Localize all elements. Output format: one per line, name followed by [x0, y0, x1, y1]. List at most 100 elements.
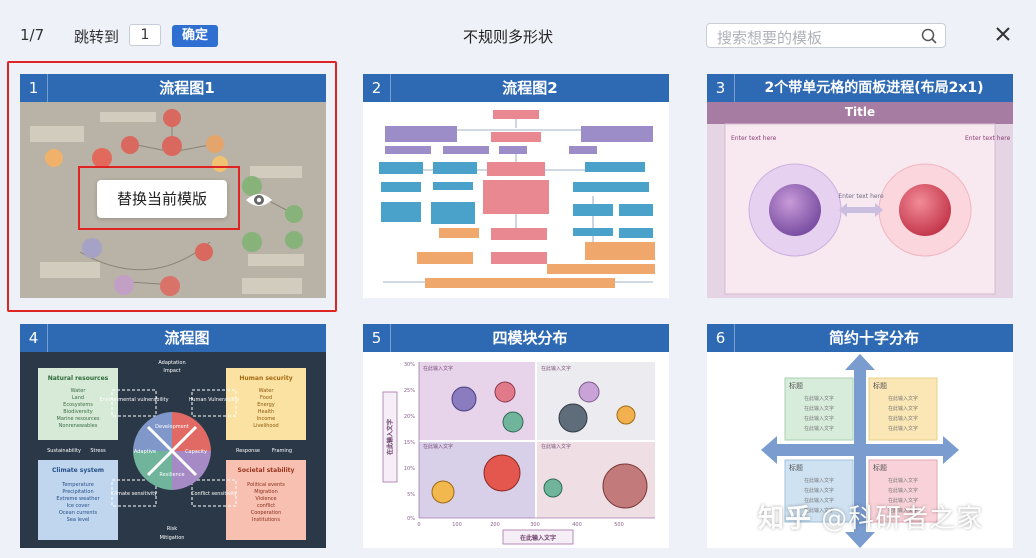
svg-text:在此输入文字: 在此输入文字 — [423, 365, 453, 372]
svg-text:300: 300 — [530, 522, 540, 528]
svg-text:Nonrenewables: Nonrenewables — [59, 423, 98, 429]
svg-text:conflict: conflict — [257, 503, 275, 509]
svg-text:Political events: Political events — [247, 482, 285, 488]
svg-text:Ocean currents: Ocean currents — [59, 510, 98, 516]
svg-text:在此输入文字: 在此输入文字 — [804, 415, 834, 422]
four-quadrant-preview: 30% 25% 20% 15% 10% 5% 0% 0 100 200 300 … — [363, 352, 669, 548]
svg-text:0: 0 — [417, 522, 420, 528]
replace-template-button[interactable]: 替换当前模版 — [97, 180, 227, 218]
svg-text:Response: Response — [236, 448, 260, 454]
jump-page-input[interactable]: 1 — [129, 24, 161, 46]
natural-title: Natural resources — [48, 375, 109, 382]
x-tick-labels: 0 100 200 300 400 500 — [417, 522, 623, 528]
svg-text:在此输入文字: 在此输入文字 — [888, 415, 918, 422]
svg-text:标题: 标题 — [789, 381, 803, 390]
template-card-6[interactable]: 6 简约十字分布 标题 标题 标题 标题 在此输入文字 在此输入文字 在此输入文… — [707, 324, 1013, 548]
svg-text:Climate sensitivity: Climate sensitivity — [111, 491, 157, 497]
svg-text:标题: 标题 — [873, 463, 887, 472]
climate-title: Climate system — [52, 467, 104, 474]
card-index: 1 — [20, 74, 48, 102]
card-index: 3 — [707, 74, 735, 102]
svg-text:15%: 15% — [404, 440, 415, 446]
card-preview[interactable]: 标题 标题 标题 标题 在此输入文字 在此输入文字 在此输入文字 在此输入文字 … — [707, 352, 1013, 548]
template-card-3[interactable]: 3 2个带单元格的面板进程(布局2x1) Enter text here Ent… — [707, 74, 1013, 298]
svg-text:在此输入文字: 在此输入文字 — [423, 443, 453, 450]
svg-text:在此输入文字: 在此输入文字 — [804, 395, 834, 402]
svg-text:Water: Water — [71, 388, 87, 394]
card-preview[interactable]: Natural resources Human security Climate… — [20, 352, 326, 548]
svg-text:在此输入文字: 在此输入文字 — [888, 477, 918, 484]
svg-text:在此输入文字: 在此输入文字 — [541, 365, 571, 372]
preview-eye-icon[interactable] — [244, 190, 274, 210]
svg-text:Human Vulnerability: Human Vulnerability — [189, 397, 240, 403]
svg-text:Livelihood: Livelihood — [253, 423, 278, 429]
card-title: 流程图 — [164, 329, 210, 347]
svg-text:20%: 20% — [404, 414, 415, 420]
svg-text:Framing: Framing — [272, 448, 292, 454]
natural-items: Water Land Ecosystems Biodiversity Marin… — [57, 388, 100, 429]
template-card-4[interactable]: 4 流程图 Natural resources Human security C… — [20, 324, 326, 548]
svg-text:Ecosystems: Ecosystems — [63, 402, 93, 408]
template-card-1[interactable]: 1 流程图1 — [20, 74, 326, 298]
y-axis-label: 在此输入文字 — [386, 419, 394, 455]
svg-text:Stress: Stress — [90, 448, 106, 454]
card-preview[interactable]: Enter text here Enter text here Enter te… — [707, 102, 1013, 298]
toolbar: 1/7 跳转到 1 确定 不规则多形状 搜索想要的模板 — [0, 0, 1036, 64]
flow-labels: Adaptation Impact Environmental vulnerab… — [47, 360, 292, 541]
card-title: 2个带单元格的面板进程(布局2x1) — [764, 80, 984, 96]
svg-text:Food: Food — [260, 395, 272, 401]
svg-text:在此输入文字: 在此输入文字 — [888, 507, 918, 514]
template-card-5[interactable]: 5 四模块分布 30% 25% 20% 15% 10% 5% 0% 0 100 … — [363, 324, 669, 548]
societal-items: Political events Migration Violence conf… — [247, 482, 285, 523]
replace-highlight — [78, 166, 240, 230]
card-preview[interactable]: 30% 25% 20% 15% 10% 5% 0% 0 100 200 300 … — [363, 352, 669, 548]
svg-text:25%: 25% — [404, 388, 415, 394]
svg-text:Adaptive: Adaptive — [134, 449, 156, 455]
svg-text:30%: 30% — [404, 362, 415, 368]
svg-text:Environmental vulnerability: Environmental vulnerability — [99, 397, 168, 403]
card-title: 流程图2 — [502, 79, 558, 97]
svg-text:在此输入文字: 在此输入文字 — [888, 405, 918, 412]
search-input[interactable]: 搜索想要的模板 — [717, 29, 823, 47]
svg-text:Cooperation: Cooperation — [251, 510, 282, 516]
panel-progress-preview: Enter text here Enter text here Enter te… — [707, 102, 1013, 298]
svg-text:Sea level: Sea level — [67, 517, 90, 523]
card-index: 5 — [363, 324, 391, 352]
card-header: 1 流程图1 — [20, 74, 326, 102]
quadrant-labels: 在此输入文字 在此输入文字 在此输入文字 在此输入文字 — [423, 365, 571, 450]
svg-text:400: 400 — [572, 522, 582, 528]
svg-text:Health: Health — [258, 409, 274, 415]
svg-text:100: 100 — [452, 522, 462, 528]
svg-text:0%: 0% — [407, 516, 415, 522]
svg-text:标题: 标题 — [789, 463, 803, 472]
svg-text:在此输入文字: 在此输入文字 — [888, 395, 918, 402]
center-text: Enter text here — [838, 193, 884, 200]
selected-card-highlight — [7, 61, 337, 312]
close-icon[interactable] — [994, 25, 1012, 43]
watermark-text: @科研者之家 — [821, 504, 984, 534]
confirm-button[interactable]: 确定 — [172, 25, 218, 47]
svg-text:Risk: Risk — [167, 526, 177, 532]
category-title: 不规则多形状 — [462, 28, 553, 46]
preview-title: Title — [844, 105, 876, 119]
svg-text:在此输入文字: 在此输入文字 — [888, 425, 918, 432]
search-box[interactable]: 搜索想要的模板 — [706, 23, 946, 48]
search-icon[interactable] — [921, 28, 937, 44]
svg-text:200: 200 — [490, 522, 500, 528]
svg-text:Conflict sensitivity: Conflict sensitivity — [191, 491, 237, 497]
card-preview[interactable] — [363, 102, 669, 298]
card-header: 3 2个带单元格的面板进程(布局2x1) — [707, 74, 1013, 102]
card-header: 6 简约十字分布 — [707, 324, 1013, 352]
card-title: 简约十字分布 — [828, 329, 919, 347]
svg-text:在此输入文字: 在此输入文字 — [541, 443, 571, 450]
human-items: Water Food Energy Health Income Liveliho… — [253, 388, 278, 429]
watermark-logo: 知乎 — [758, 504, 813, 534]
card-index: 2 — [363, 74, 391, 102]
template-card-2[interactable]: 2 流程图2 — [363, 74, 669, 298]
svg-text:在此输入文字: 在此输入文字 — [804, 507, 834, 514]
svg-text:Development: Development — [155, 424, 189, 430]
svg-text:在此输入文字: 在此输入文字 — [888, 487, 918, 494]
svg-text:Precipitation: Precipitation — [62, 489, 93, 495]
societal-title: Societal stability — [238, 467, 295, 474]
card-title: 四模块分布 — [492, 329, 568, 347]
